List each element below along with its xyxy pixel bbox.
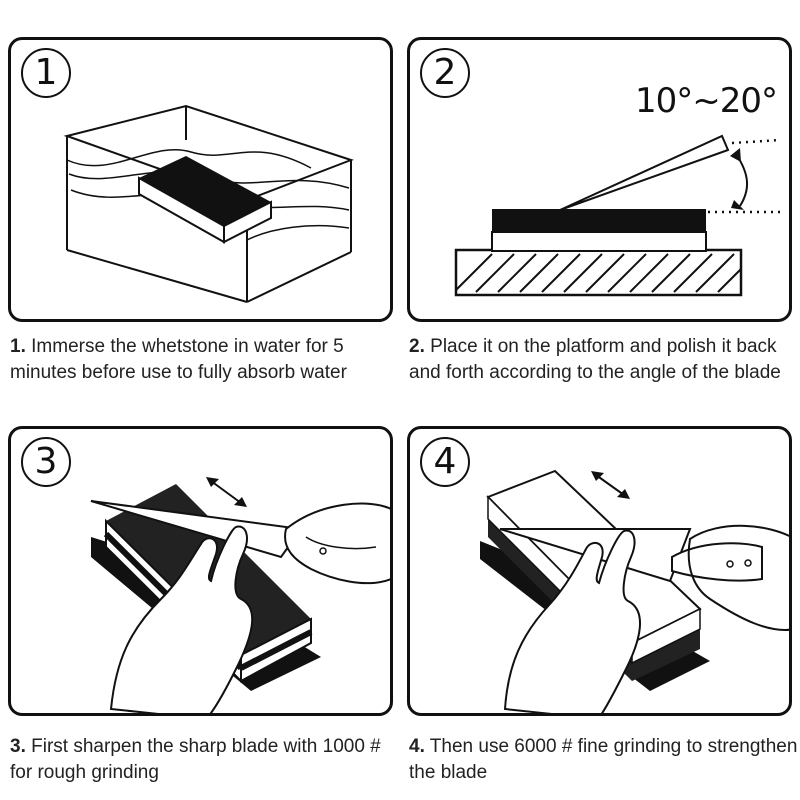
fine-grinding-drawing (480, 469, 789, 713)
step-3-text: First sharpen the sharp blade with 1000 … (10, 736, 381, 783)
rough-grinding-drawing (90, 477, 390, 713)
angle-diagram (454, 134, 781, 297)
platform (454, 248, 743, 297)
step-1-illustration: 1 (8, 37, 393, 322)
step-3-number: 3. (10, 736, 26, 757)
angle-arrow (735, 153, 748, 207)
step-2-text: Place it on the platform and polish it b… (409, 336, 781, 383)
step-3-illustration: 3 (8, 426, 393, 716)
step-1-text: Immerse the whetstone in water for 5 min… (10, 336, 347, 383)
whetstone (138, 156, 272, 244)
whetstone-top (492, 209, 706, 232)
step-4-illustration: 4 (407, 426, 792, 716)
step-2-caption: 2. Place it on the platform and polish i… (409, 334, 799, 386)
step-2-illustration: 2 10°~20° (407, 37, 792, 322)
step-3-caption: 3. First sharpen the sharp blade with 10… (10, 734, 395, 786)
step-3-number-icon: 3 (21, 437, 71, 487)
angle-label: 10°~20° (635, 81, 778, 121)
step-4-number: 4. (409, 736, 425, 757)
step-1-caption: 1. Immerse the whetstone in water for 5 … (10, 334, 395, 386)
whetstone-base (491, 231, 707, 252)
step-2-number: 2. (409, 336, 425, 357)
back-forth-arrow (591, 471, 630, 499)
step-2-number-icon: 2 (420, 48, 470, 98)
step-4-text: Then use 6000 # fine grinding to strengt… (409, 736, 798, 783)
back-forth-arrow (206, 477, 247, 507)
step-4-caption: 4. Then use 6000 # fine grinding to stre… (409, 734, 799, 786)
step-4-number-icon: 4 (420, 437, 470, 487)
step-1-number: 1. (10, 336, 26, 357)
water-tank-drawing (63, 104, 354, 303)
step-1-number-icon: 1 (21, 48, 71, 98)
blade (559, 134, 730, 211)
